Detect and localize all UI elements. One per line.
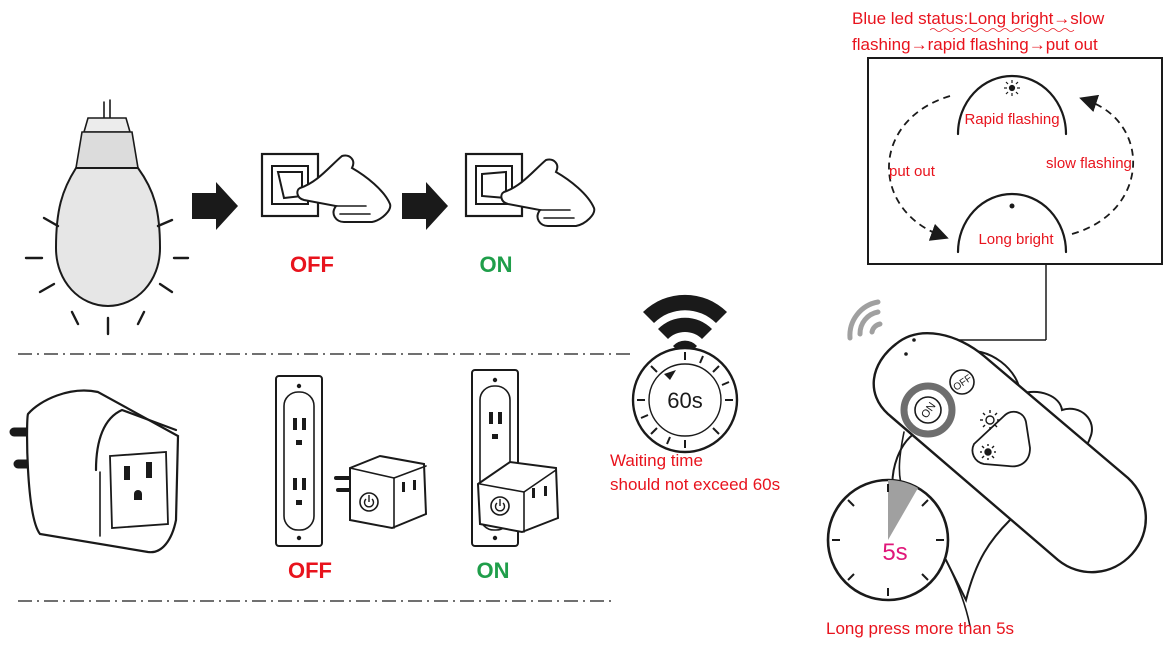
cycle-long-bright-label: Long bright bbox=[978, 231, 1054, 248]
timer-60s-icon bbox=[631, 346, 739, 454]
led-cycle-box: Rapid flashing Long bright put out slow … bbox=[867, 57, 1163, 341]
bulb-off-label: OFF bbox=[290, 252, 334, 277]
flash-icon bbox=[1004, 80, 1020, 96]
step-arrow-icon bbox=[192, 182, 238, 230]
wifi-icon bbox=[643, 294, 727, 358]
remote-signal-icon bbox=[847, 299, 883, 341]
wall-switch-off bbox=[260, 152, 392, 223]
wall-switch-on bbox=[464, 152, 596, 227]
on-button[interactable]: ON bbox=[900, 382, 956, 438]
cycle-rapid-label: Rapid flashing bbox=[964, 111, 1059, 128]
light-bulb bbox=[24, 99, 190, 336]
outlet-with-plug-on bbox=[471, 369, 560, 547]
led-status-line-1: Blue led status:Long bright→slow bbox=[852, 9, 1105, 28]
led-status-line-2: flashing→rapid flashing→put out bbox=[852, 35, 1098, 54]
stopwatch-value: 5s bbox=[882, 539, 907, 566]
long-press-caption: Long press more than 5s bbox=[826, 619, 1014, 638]
cycle-slow-label: slow flashing bbox=[1046, 155, 1132, 172]
stopwatch-5s-icon bbox=[826, 478, 971, 627]
timer-caption-line-1: Waiting time bbox=[610, 451, 703, 470]
bulb-on-label: ON bbox=[480, 252, 513, 277]
outlet-with-plug-off bbox=[275, 375, 428, 547]
smart-plug bbox=[9, 389, 180, 554]
led-dot-icon bbox=[1009, 203, 1015, 209]
brightness-down-icon[interactable] bbox=[980, 444, 996, 460]
remote-led-icon bbox=[904, 352, 908, 356]
plug-on-label: ON bbox=[477, 558, 510, 583]
off-button[interactable]: OFF bbox=[949, 369, 975, 395]
timer-value: 60s bbox=[667, 388, 702, 413]
cycle-put-out-label: put out bbox=[889, 163, 936, 180]
remote-control: OFF ON bbox=[872, 332, 1147, 574]
brightness-up-icon[interactable] bbox=[980, 410, 1000, 430]
spellcheck-underline bbox=[929, 28, 1075, 32]
timer-caption-line-2: should not exceed 60s bbox=[610, 475, 780, 494]
plug-off-label: OFF bbox=[288, 558, 332, 583]
step-arrow-icon bbox=[402, 182, 448, 230]
